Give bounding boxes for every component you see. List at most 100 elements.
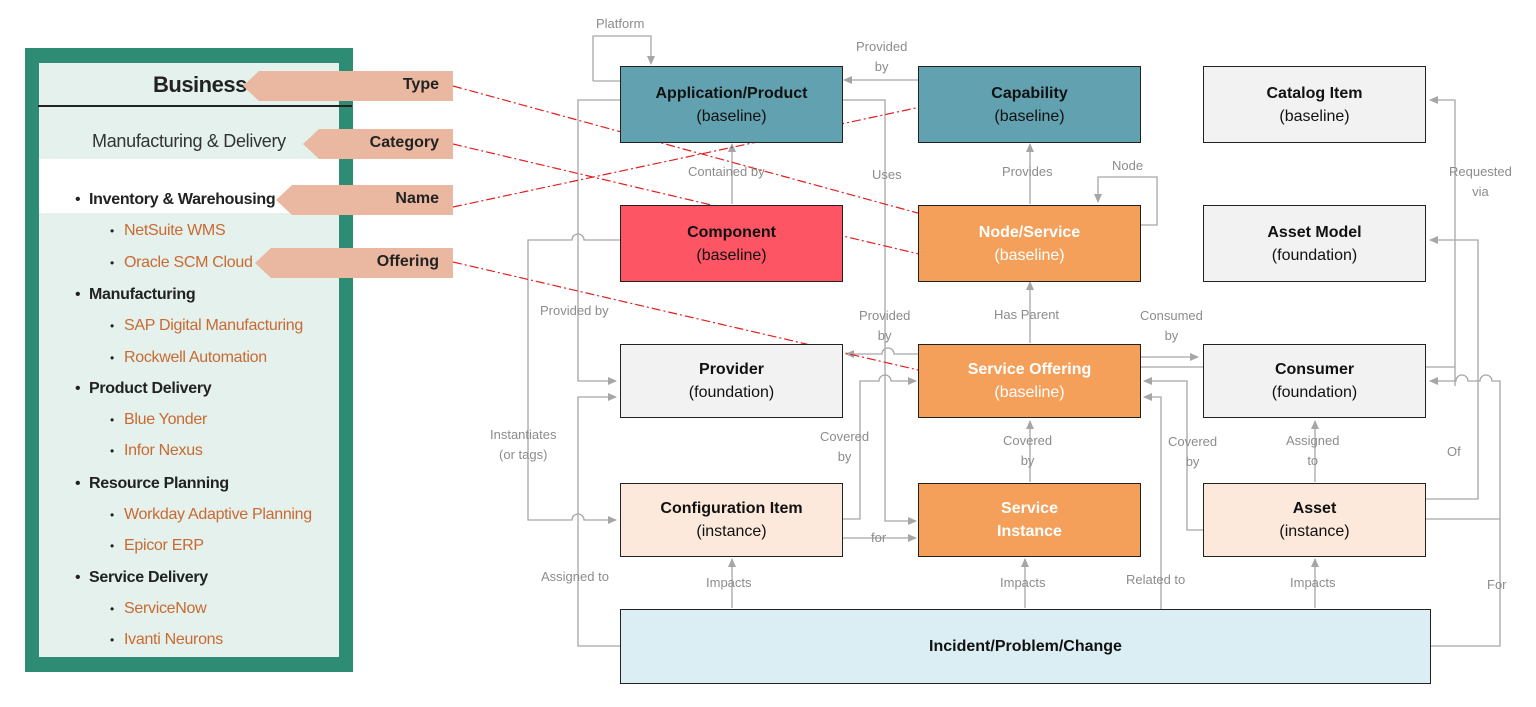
- label-consumed-by: Consumed by: [1140, 308, 1203, 343]
- link-type-to-node-service: [452, 85, 937, 221]
- node-asset[interactable]: Asset (instance): [1203, 483, 1426, 557]
- label-covered-by-ci: Covered by: [820, 429, 870, 464]
- label-provided-by-top: Provided by: [856, 39, 908, 74]
- edge-provided-by-mid: [845, 347, 918, 358]
- node-service-offering-title: Service Offering: [967, 361, 1092, 378]
- node-component-sub: (baseline): [696, 246, 767, 264]
- node-catalog-item-title: Catalog Item: [1266, 84, 1363, 102]
- edge-covered-by-ci: [843, 374, 917, 520]
- node-configuration-item-sub: (instance): [696, 523, 767, 540]
- edge-uses: [843, 99, 917, 525]
- node-service-instance-sub: Instance: [997, 523, 1062, 540]
- tag-name: Name: [276, 185, 453, 215]
- node-node-service-title: Node/Service: [978, 223, 1081, 241]
- node-consumer-sub: (foundation): [1271, 384, 1358, 401]
- node-application-product-title: Application/Product: [655, 84, 808, 102]
- node-service-offering[interactable]: Service Offering (baseline): [918, 344, 1141, 418]
- tag-category: Category: [303, 129, 453, 159]
- node-consumer[interactable]: Consumer (foundation): [1203, 344, 1426, 418]
- node-service-instance[interactable]: Service Instance: [918, 483, 1141, 557]
- node-catalog-item-sub: (baseline): [1279, 107, 1350, 125]
- label-impacts-ci: Impacts: [706, 575, 752, 590]
- edge-covered-by-asset: [1143, 377, 1203, 531]
- node-catalog-item[interactable]: Catalog Item (baseline): [1203, 66, 1426, 143]
- node-service-instance-title: Service: [1001, 500, 1058, 517]
- label-provides: Provides: [1002, 164, 1053, 179]
- node-node-service[interactable]: Node/Service (baseline): [918, 205, 1141, 282]
- tag-type-label: Type: [402, 76, 439, 93]
- node-node-service-sub: (baseline): [994, 246, 1065, 264]
- link-offering-to-service-offering: [452, 261, 945, 380]
- label-covered-by-instance: Covered by: [1003, 433, 1053, 468]
- node-application-product-sub: (baseline): [696, 107, 767, 125]
- label-has-parent: Has Parent: [994, 307, 1060, 322]
- tag-offering-label: Offering: [376, 253, 439, 270]
- item-rockwell-automation: Rockwell Automation: [110, 349, 267, 367]
- node-asset-model[interactable]: Asset Model (foundation): [1203, 205, 1426, 282]
- item-epicor-erp: Epicor ERP: [110, 537, 204, 555]
- node-service-offering-sub: (baseline): [994, 384, 1065, 401]
- label-instantiates: Instantiates (or tags): [490, 427, 557, 462]
- node-capability-sub: (baseline): [994, 107, 1065, 125]
- edge-instantiates: [527, 233, 620, 524]
- node-consumer-title: Consumer: [1274, 361, 1355, 378]
- label-platform: Platform: [596, 16, 645, 31]
- item-workday-adaptive-planning: Workday Adaptive Planning: [110, 506, 312, 524]
- node-configuration-item-title: Configuration Item: [660, 500, 803, 517]
- edge-platform: [592, 35, 655, 81]
- node-provider-sub: (foundation): [688, 384, 775, 401]
- group-inventory: Inventory & Warehousing: [75, 191, 276, 209]
- item-sap-digital-manufacturing: SAP Digital Manufacturing: [110, 317, 303, 335]
- group-resource-planning: Resource Planning: [75, 475, 229, 493]
- edge-assigned-to: [577, 393, 620, 647]
- node-asset-model-title: Asset Model: [1267, 223, 1362, 241]
- node-asset-sub: (instance): [1279, 523, 1350, 540]
- node-asset-title: Asset: [1292, 500, 1337, 517]
- group-manufacturing: Manufacturing: [75, 286, 196, 304]
- node-incident-title: Incident/Problem/Change: [929, 638, 1122, 655]
- tag-name-label: Name: [395, 190, 439, 207]
- node-capability-title: Capability: [991, 84, 1068, 102]
- item-oracle-scm-cloud: Oracle SCM Cloud: [110, 254, 253, 272]
- edge-provided-by-left: [577, 99, 620, 385]
- item-blue-yonder: Blue Yonder: [110, 411, 207, 429]
- node-asset-model-sub: (foundation): [1271, 246, 1358, 264]
- node-provider-title: Provider: [699, 361, 764, 378]
- edge-of: [1426, 236, 1479, 500]
- group-product-delivery: Product Delivery: [75, 380, 212, 398]
- node-incident-problem-change[interactable]: Incident/Problem/Change: [620, 609, 1431, 684]
- edge-related-to: [1143, 393, 1162, 628]
- label-impacts-asset: Impacts: [1290, 575, 1336, 590]
- label-covered-by-asset: Covered by: [1168, 434, 1218, 469]
- label-assigned-to-consumer: Assigned to: [1286, 433, 1340, 468]
- label-provided-by-mid: Provided by: [859, 308, 911, 343]
- label-node: Node: [1112, 158, 1144, 173]
- label-provided-by-left: Provided by: [540, 303, 609, 318]
- business-title: Business: [153, 72, 247, 97]
- item-infor-nexus: Infor Nexus: [110, 442, 203, 460]
- node-capability[interactable]: Capability (baseline): [918, 66, 1141, 143]
- edge-for-incident: [1429, 374, 1501, 647]
- tag-offering: Offering: [255, 248, 453, 278]
- label-contained-by: Contained by: [688, 164, 765, 179]
- category-title: Manufacturing & Delivery: [92, 131, 286, 151]
- node-application-product[interactable]: Application/Product (baseline): [620, 66, 843, 143]
- item-servicenow: ServiceNow: [110, 600, 207, 618]
- tag-type: Type: [243, 71, 453, 101]
- item-netsuite-wms: NetSuite WMS: [110, 222, 226, 240]
- link-category-to-node-service: [452, 143, 937, 262]
- tag-category-label: Category: [369, 134, 439, 151]
- label-of: Of: [1447, 444, 1461, 459]
- title-divider: [38, 105, 352, 107]
- link-name-to-capability: [452, 98, 945, 208]
- item-ivanti-neurons: Ivanti Neurons: [110, 631, 223, 649]
- node-component[interactable]: Component (baseline): [620, 205, 843, 282]
- node-provider[interactable]: Provider (foundation): [620, 344, 843, 418]
- node-configuration-item[interactable]: Configuration Item (instance): [620, 483, 843, 557]
- node-component-title: Component: [687, 223, 776, 241]
- edge-node: [1094, 176, 1158, 226]
- label-impacts-instance: Impacts: [1000, 575, 1046, 590]
- group-service-delivery: Service Delivery: [75, 569, 208, 587]
- label-related-to: Related to: [1126, 572, 1186, 587]
